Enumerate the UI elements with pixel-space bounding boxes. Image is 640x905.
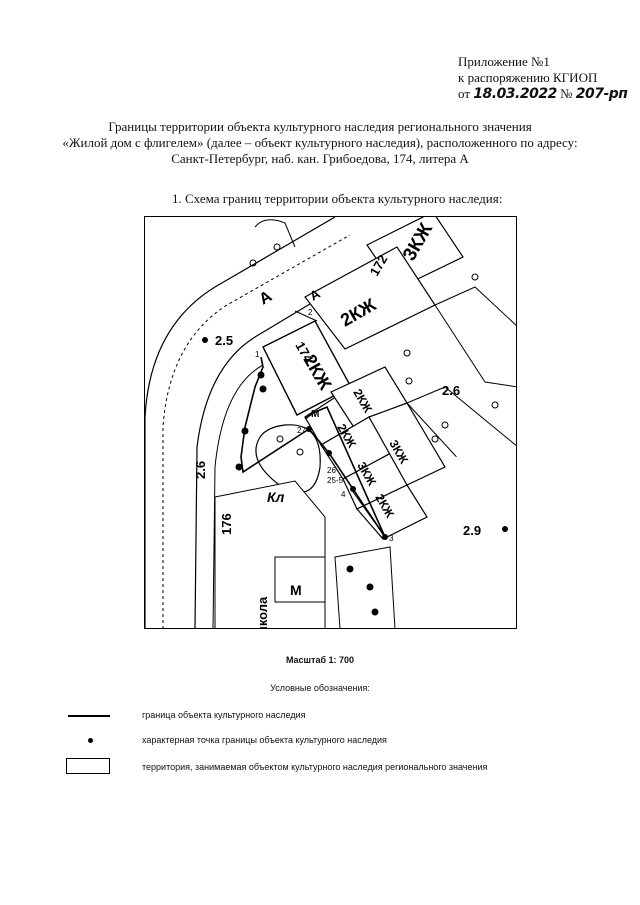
point-label-26: 26	[327, 466, 336, 475]
tree-icon	[431, 435, 439, 443]
building-m-right	[334, 546, 396, 628]
label-kl: Кл	[267, 489, 285, 505]
label-m: М	[290, 582, 302, 598]
boundary-point	[326, 450, 332, 456]
legend-item-territory: территория, занимаемая объектом культурн…	[66, 758, 586, 776]
boundary-point	[235, 463, 243, 471]
appendix-block: Приложение №1 к распоряжению КГИОП от 18…	[458, 54, 628, 102]
boundary-point	[366, 583, 374, 591]
tree-icon	[296, 448, 304, 456]
tree-icon	[405, 377, 413, 385]
handwritten-date: 18.03.2022	[473, 86, 557, 102]
point-label-2: 2	[308, 308, 313, 317]
point-label-3: 3	[389, 534, 394, 543]
tree-icon	[249, 259, 257, 267]
embankment-line-dashed	[162, 234, 351, 628]
tree-icon	[276, 435, 284, 443]
point-label-25-5: 25-5	[327, 476, 344, 485]
street-letter-a-1: А	[257, 288, 276, 309]
boundary-point	[259, 385, 267, 393]
legend-item-point: характерная точка границы объекта культу…	[66, 733, 586, 749]
tree-icon	[403, 349, 411, 357]
point-numbers: 1 2 27 26 25-5 4 3	[255, 308, 394, 543]
tree-icon	[273, 243, 281, 251]
curb-arc	[254, 219, 296, 248]
elevation-2-6-right: 2.6	[442, 383, 460, 398]
legend-text-boundary: граница объекта культурного наследия	[142, 710, 306, 720]
boundary-point	[346, 565, 354, 573]
map-svg: 3КЖ 172 2КЖ 174 2КЖ 2КЖ 2КЖ 3КЖ 3КЖ 2КЖ …	[145, 217, 516, 629]
boundary-point	[371, 608, 379, 616]
boundary-point	[306, 426, 312, 432]
document-title: Границы территории объекта культурного н…	[60, 119, 580, 167]
map-scale: Масштаб 1: 700	[285, 655, 355, 665]
building-right-block	[434, 286, 516, 388]
legend-item-boundary-line: граница объекта культурного наследия	[66, 708, 586, 724]
section-heading: 1. Схема границ территории объекта культ…	[172, 191, 503, 206]
label-m-small: М	[311, 409, 319, 420]
number-prefix: №	[560, 86, 573, 101]
tree-icon	[491, 401, 499, 409]
building-wing-2kzh-c	[356, 484, 428, 540]
embankment-line-outer	[145, 217, 336, 628]
legend-text-point: характерная точка границы объекта культу…	[142, 735, 387, 745]
label-school: школа	[255, 596, 270, 629]
appendix-line-2: к распоряжению КГИОП	[458, 70, 598, 85]
boundary-point	[350, 486, 356, 492]
leader-line-3	[350, 488, 386, 538]
legend-line-symbol	[68, 715, 110, 717]
point-label-4: 4	[341, 490, 346, 499]
legend-box-symbol	[66, 758, 110, 774]
elevation-2-5: 2.5	[215, 333, 233, 348]
handwritten-number: 207-рп	[575, 86, 628, 102]
label-176: 176	[219, 513, 234, 535]
courtyard-island	[255, 424, 321, 494]
title-line-2: «Жилой дом с флигелем» (далее – объект к…	[62, 135, 578, 150]
boundary-map: 3КЖ 172 2КЖ 174 2КЖ 2КЖ 2КЖ 3КЖ 3КЖ 2КЖ …	[144, 216, 517, 629]
street-edge-inner	[212, 364, 264, 628]
building-m-left	[274, 556, 326, 603]
tree-icon	[441, 421, 449, 429]
legend-text-territory: территория, занимаемая объектом культурн…	[142, 762, 488, 772]
boundary-point	[257, 371, 265, 379]
point-label-1: 1	[255, 350, 260, 359]
legend-dot-symbol	[88, 738, 93, 743]
boundary-point	[502, 526, 508, 532]
boundary-points	[202, 337, 508, 616]
appendix-line-1: Приложение №1	[458, 54, 550, 69]
title-line-3: Санкт-Петербург, наб. кан. Грибоедова, 1…	[171, 151, 469, 166]
boundary-point	[202, 337, 208, 343]
elevation-2-9: 2.9	[463, 523, 481, 538]
point-label-27: 27	[297, 426, 306, 435]
east-yard	[445, 447, 516, 562]
tree-icon	[471, 273, 479, 281]
leader-line-2	[294, 310, 318, 322]
elevation-2-6-left: 2.6	[193, 461, 208, 479]
tree-symbols	[249, 243, 499, 456]
appendix-date-line: от 18.03.2022 № 207-рп	[458, 86, 628, 102]
legend-title: Условные обозначения:	[270, 683, 370, 693]
title-line-1: Границы территории объекта культурного н…	[108, 119, 532, 134]
from-prefix: от	[458, 86, 471, 101]
boundary-point	[382, 534, 388, 540]
building-wing-3kzh-right	[368, 402, 446, 486]
boundary-point	[241, 427, 249, 435]
street-edge	[194, 246, 406, 628]
